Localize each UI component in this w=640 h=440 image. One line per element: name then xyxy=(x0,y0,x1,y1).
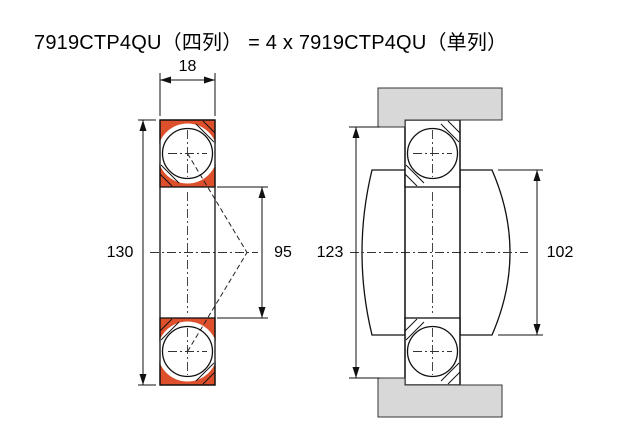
dim-housing-shoulder-label: 123 xyxy=(317,244,344,261)
dim-shaft-shoulder: 102 xyxy=(498,169,574,336)
dim-outer-diameter: 130 xyxy=(107,119,156,386)
dim-width-label: 18 xyxy=(179,58,197,75)
left-bearing-view: 18 130 95 xyxy=(107,58,292,386)
dim-width: 18 xyxy=(159,58,216,116)
cage-lines xyxy=(159,120,216,385)
right-mounted-view: 123 102 xyxy=(317,87,574,418)
center-marks xyxy=(413,130,452,375)
dim-bore-label: 95 xyxy=(274,244,292,261)
contact-angle-lines xyxy=(187,153,248,352)
shaft-left-segment xyxy=(361,169,406,336)
shaft-right-segment xyxy=(459,169,511,336)
cage-lines xyxy=(404,120,461,385)
dim-housing-shoulder: 123 xyxy=(317,126,380,379)
dim-shaft-shoulder-label: 102 xyxy=(547,244,574,261)
bearing-outline xyxy=(159,119,216,386)
dim-outer-diameter-label: 130 xyxy=(107,244,134,261)
dim-bore: 95 xyxy=(217,186,292,319)
diagram-title: 7919CTP4QU（四列） = 4 x 7919CTP4QU（单列） xyxy=(34,32,508,54)
